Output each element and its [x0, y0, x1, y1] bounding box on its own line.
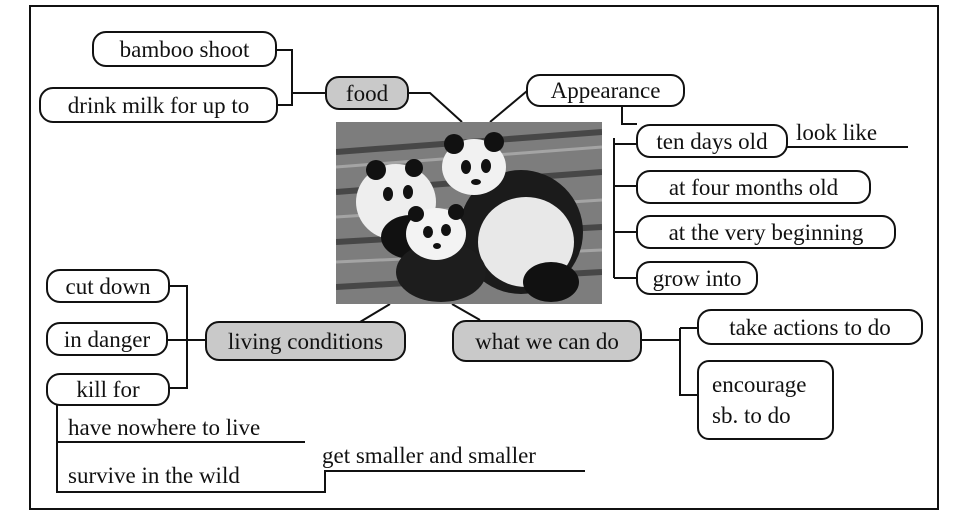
- living-sub-item-survive-in-wild: survive in the wild: [68, 463, 240, 488]
- encourage-line-2: sb. to do: [712, 403, 791, 428]
- panda-illustration: [336, 122, 602, 304]
- action-item-encourage: encourage sb. to do: [697, 360, 834, 440]
- encourage-line-1: encourage: [712, 371, 807, 397]
- what-we-can-do-node: what we can do: [452, 320, 642, 362]
- food-item-drink-milk: drink milk for up to: [39, 87, 278, 123]
- action-item-take-actions: take actions to do: [697, 309, 923, 345]
- appearance-item-very-beginning: at the very beginning: [636, 215, 896, 249]
- panda-photo: [336, 122, 602, 304]
- appearance-node: Appearance: [526, 74, 685, 107]
- look-like-note: look like: [796, 120, 878, 145]
- get-smaller-note: get smaller and smaller: [322, 443, 536, 468]
- living-item-cut-down: cut down: [46, 269, 170, 303]
- food-node: food: [325, 76, 409, 110]
- living-sub-item-nowhere-to-live: have nowhere to live: [68, 415, 261, 440]
- food-item-bamboo-shoot: bamboo shoot: [92, 31, 277, 67]
- appearance-item-ten-days-old: ten days old: [636, 124, 788, 158]
- living-item-in-danger: in danger: [46, 322, 168, 356]
- diagram-frame: [29, 5, 939, 510]
- appearance-item-four-months: at four months old: [636, 170, 871, 204]
- appearance-item-grow-into: grow into: [636, 261, 758, 295]
- living-item-kill-for: kill for: [46, 373, 170, 406]
- living-conditions-node: living conditions: [205, 321, 406, 361]
